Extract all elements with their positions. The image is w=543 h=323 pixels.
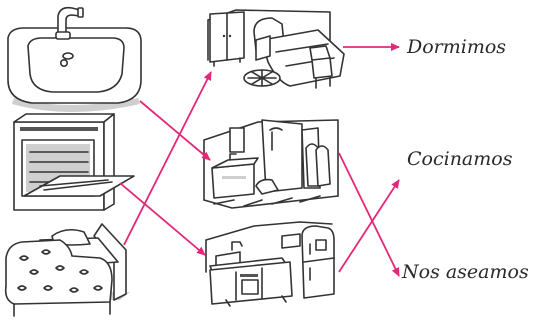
bedroom-icon <box>208 10 344 88</box>
bed-icon <box>6 224 130 316</box>
arrow-oven-to-kitchen <box>120 183 205 255</box>
kitchen-icon <box>206 222 334 306</box>
label-nos-aseamos: Nos aseamos <box>402 263 529 282</box>
arrow-bed-to-bedroom <box>124 72 211 245</box>
bathroom-icon <box>204 120 338 208</box>
oven-icon <box>14 114 134 210</box>
label-cocinamos: Cocinamos <box>407 150 512 169</box>
sink-icon <box>8 8 141 112</box>
label-dormimos: Dormimos <box>407 38 506 57</box>
arrow-sink-to-bathroom <box>140 101 210 160</box>
